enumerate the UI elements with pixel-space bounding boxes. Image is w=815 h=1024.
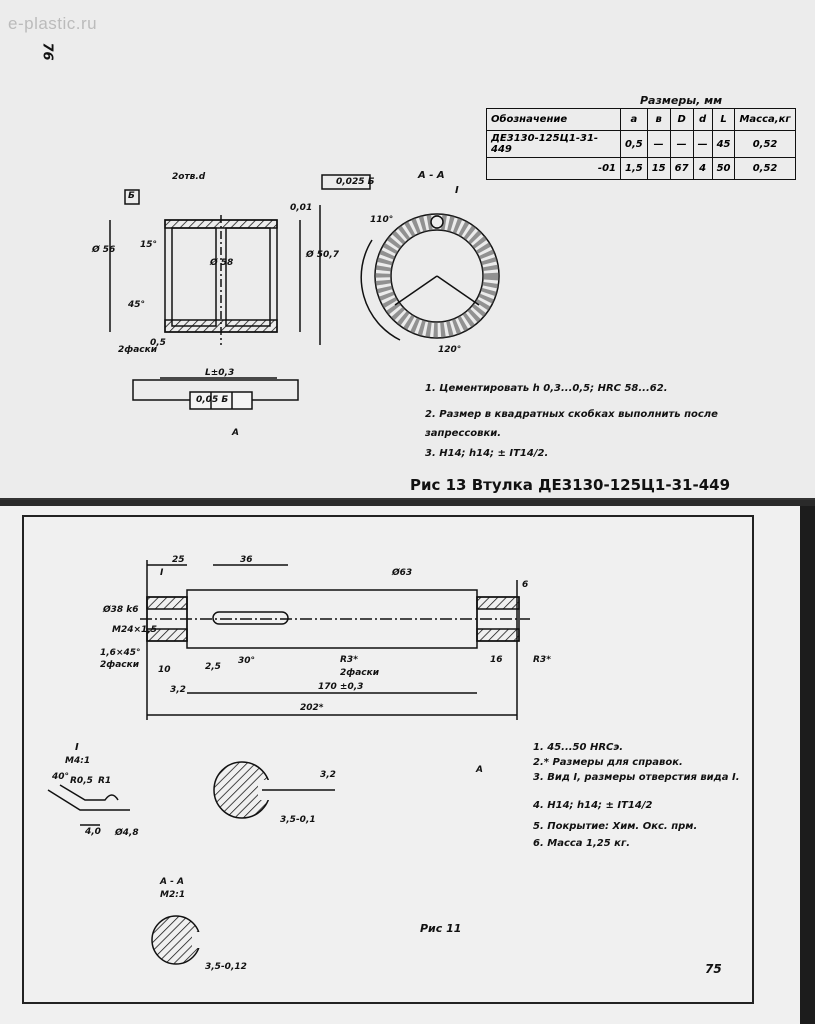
page-number-bottom: 75 [705, 962, 722, 976]
bottom-note-3: 3. Вид I, размеры отверстия вида I. [533, 772, 740, 783]
detail-scale: M4:1 [65, 756, 91, 766]
dimension-label: R3* [340, 655, 358, 665]
dimension-label: Б [128, 191, 135, 201]
bottom-note-1: 1. 45...50 HRCэ. [533, 742, 624, 753]
dimension-label: 0,025 Б [336, 177, 375, 187]
dimension-label: 16 [490, 655, 503, 665]
table-row: ДЕ3130-125Ц1-31-449 0,5 — — — 45 0,52 [486, 130, 796, 158]
table-row: -01 1,5 15 67 4 50 0,52 [486, 157, 796, 180]
dimension-label: A [232, 428, 239, 438]
header-cell: в [646, 108, 671, 131]
top-caption: Рис 13 Втулка ДЕ3130-125Ц1-31-449 [410, 476, 731, 494]
dimension-label: 0,01 [290, 203, 313, 213]
spec-table: Обозначение a в D d L Масса,кг ДЕ3130-12… [486, 108, 796, 180]
cell: 4 [692, 157, 713, 180]
cell: 0,52 [734, 130, 796, 158]
detail-dimension-label: R1 [98, 776, 112, 786]
watermark: e-plastic.ru [8, 14, 98, 33]
dimension-label: 3,2 [170, 685, 186, 695]
cell: — [692, 130, 713, 158]
dimension-label: 202* [300, 703, 324, 713]
header-cell: Масса,кг [734, 108, 796, 131]
dimension-label: Ø 56 [92, 245, 116, 255]
cell: 45 [711, 130, 736, 158]
cell: 0,52 [734, 157, 796, 180]
top-note-3: 3. H14; h14; ± IT14/2. [425, 448, 549, 459]
top-note-2: 2. Размер в квадратных скобках выполнить… [425, 409, 718, 439]
detail-dimension-label: 3,5-0,1 [280, 815, 316, 825]
dimension-label: Ø 50,7 [306, 250, 339, 260]
dimension-label: Ø 58 [210, 258, 234, 268]
dimension-label: 2,5 [205, 662, 221, 672]
key-section-view [151, 761, 335, 965]
dimension-label: 120° [438, 345, 462, 355]
detail-label: I [75, 742, 79, 753]
cell: — [646, 130, 671, 158]
dimension-label: A [476, 765, 483, 775]
table-header-row: Обозначение a в D d L Масса,кг [486, 108, 796, 131]
table-caption: Размеры, мм [640, 94, 723, 107]
dimension-label: 0,5 [150, 338, 166, 348]
cell: 0,5 [620, 130, 648, 158]
dimension-label: 1,6×45° [100, 648, 141, 658]
cell: 67 [669, 157, 694, 180]
bushing-side-view [109, 174, 371, 410]
header-cell: d [692, 108, 713, 131]
section-scale: M2:1 [160, 890, 186, 900]
dimension-label: R3* [533, 655, 551, 665]
top-sheet [0, 0, 815, 500]
dimension-label: 6 [522, 580, 529, 590]
detail-dimension-label: 40° [52, 772, 70, 782]
top-note-1: 1. Цементировать h 0,3...0,5; HRC 58...6… [425, 383, 668, 394]
detail-dimension-label: R0,5 [70, 776, 93, 786]
dimension-label: 10 [158, 665, 171, 675]
bottom-note-5: 5. Покрытие: Хим. Окс. прм. [533, 821, 698, 832]
dimension-label: Ø38 k6 [103, 605, 139, 615]
dimension-label: 2фаски [100, 660, 140, 670]
shaft-view [140, 560, 530, 720]
cell: ДЕ3130-125Ц1-31-449 [486, 130, 621, 158]
cell: -01 [486, 157, 621, 180]
detail-dimension-label: 4,0 [85, 827, 101, 837]
dimension-label: I [160, 568, 164, 578]
dimension-label: 2фаски [340, 668, 380, 678]
drawing-frame [22, 515, 754, 1004]
dimension-label: L±0,3 [205, 368, 235, 378]
section-label: А - А [418, 170, 445, 181]
detail-dimension-label: 3,5-0,12 [205, 962, 247, 972]
detail-dimension-label: 3,2 [320, 770, 336, 780]
view-label: I [455, 185, 459, 196]
header-cell: Обозначение [486, 108, 621, 131]
cell: 50 [711, 157, 736, 180]
header-cell: L [711, 108, 736, 131]
dimension-label: 25 [172, 555, 185, 565]
header-cell: D [669, 108, 694, 131]
book-edge [800, 506, 815, 1024]
dimension-label: 2отв.d [172, 172, 206, 182]
section-label-bottom: А - А [160, 877, 184, 887]
dimension-label: 2фаски [118, 345, 158, 355]
bottom-sheet [0, 506, 800, 1024]
bottom-note-2: 2.* Размеры для справок. [533, 757, 683, 768]
bottom-caption: Рис 11 [420, 922, 462, 935]
dimension-label: 45° [128, 300, 146, 310]
header-cell: a [620, 108, 648, 131]
cell: 1,5 [620, 157, 648, 180]
dimension-label: 0,05 Б [196, 395, 229, 405]
cell: 15 [646, 157, 671, 180]
dimension-label: 110° [370, 215, 394, 225]
dimension-label: 170 ±0,3 [318, 682, 364, 692]
cell: — [669, 130, 694, 158]
bushing-section-view [360, 213, 500, 341]
detail-dimension-label: Ø4,8 [115, 828, 139, 838]
bottom-note-6: 6. Масса 1,25 кг. [533, 838, 630, 849]
dimension-label: 30° [238, 656, 256, 666]
dimension-label: 15° [140, 240, 158, 250]
dimension-label: Ø63 [392, 568, 413, 578]
detail-view [47, 784, 130, 826]
dimension-label: 36 [240, 555, 253, 565]
bottom-note-4: 4. H14; h14; ± IT14/2 [533, 800, 653, 811]
dimension-label: M24×1,5 [112, 625, 157, 635]
